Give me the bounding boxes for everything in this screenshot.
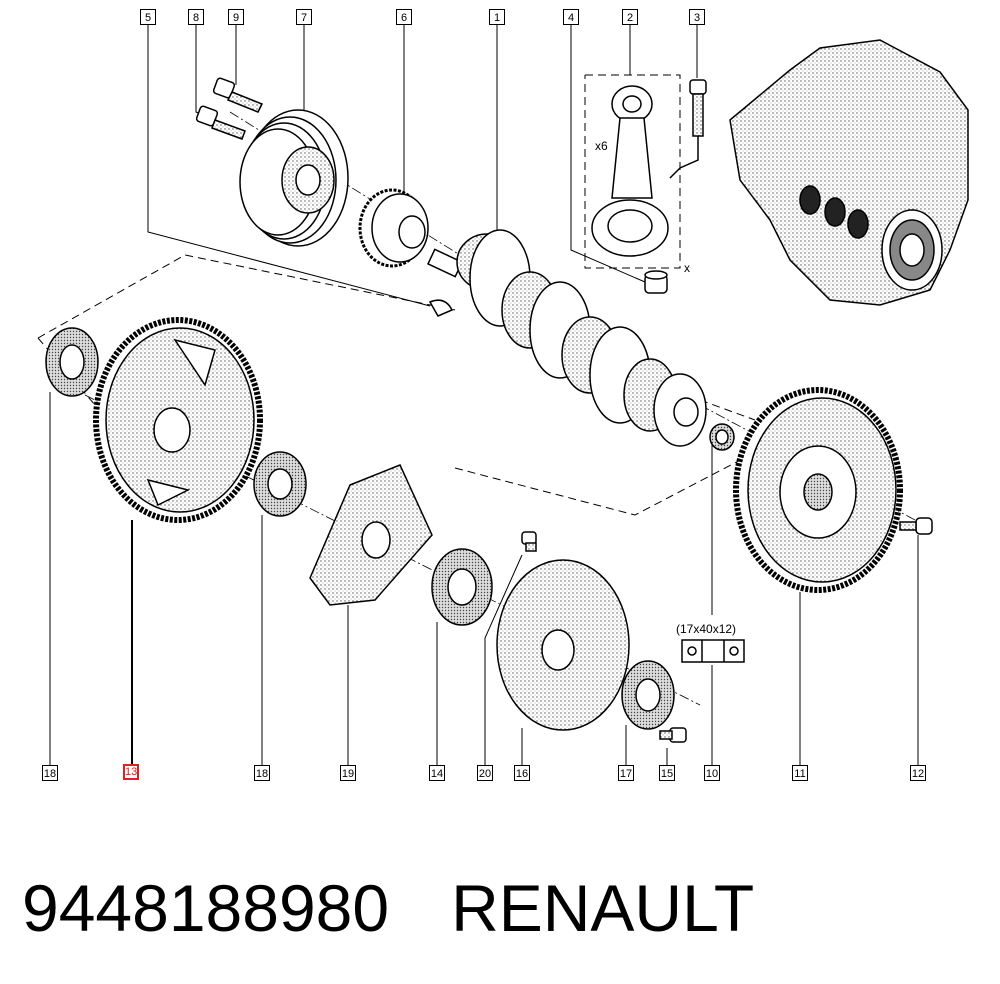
leader-lines (49, 25, 919, 765)
callout-12: 12 (910, 765, 926, 781)
callout-11: 11 (792, 765, 808, 781)
callout-7: 7 (296, 9, 312, 25)
callout-10: 10 (704, 765, 720, 781)
engine-block-picture (729, 39, 969, 306)
callout-16: 16 (514, 765, 530, 781)
exploded-parts-diagram: x6 x (37, 25, 969, 765)
callout-19: 19 (340, 765, 356, 781)
key-5 (428, 299, 454, 317)
connecting-rod-2 (591, 85, 669, 257)
rod-nut-4 (644, 270, 668, 294)
bearing-section-10 (681, 639, 745, 663)
rod-bolt-3 (669, 79, 707, 179)
callout-8: 8 (188, 9, 204, 25)
callout-17: 17 (618, 765, 634, 781)
part-number: 9448188980 (22, 871, 390, 945)
callout-14: 14 (429, 765, 445, 781)
callout-6: 6 (396, 9, 412, 25)
washer-14 (431, 548, 493, 626)
callout-4: 4 (563, 9, 579, 25)
callout-2: 2 (622, 9, 638, 25)
callout-20: 20 (477, 765, 493, 781)
ring-17 (621, 660, 675, 730)
screw-20 (521, 531, 537, 552)
pulley-7 (239, 109, 349, 247)
callout-9: 9 (228, 9, 244, 25)
callout-13-highlighted: 13 (123, 764, 139, 780)
shim-18-left (45, 327, 99, 397)
shim-18-middle (253, 451, 307, 517)
flywheel-11 (733, 387, 903, 593)
callout-1: 1 (489, 9, 505, 25)
bolt-8 (195, 105, 246, 140)
callout-3: 3 (689, 9, 705, 25)
bolt-9 (212, 77, 264, 113)
callout-18-middle: 18 (254, 765, 270, 781)
part-caption: 9448188980 RENAULT (22, 858, 982, 958)
quantity-label: x6 (595, 139, 608, 153)
plate-19 (309, 464, 433, 606)
bearing-10 (709, 423, 735, 451)
bolt-12 (899, 517, 933, 535)
callout-5: 5 (140, 9, 156, 25)
crankshaft-1 (427, 229, 707, 447)
flywheel-13 (93, 317, 263, 523)
callout-18-left: 18 (42, 765, 58, 781)
callout-15: 15 (659, 765, 675, 781)
drive-plate-16 (496, 559, 630, 731)
bolt-15 (659, 727, 687, 743)
x-mark-label: x (684, 261, 690, 275)
brand-name: RENAULT (451, 871, 755, 945)
bearing-dimension-label: (17x40x12) (676, 622, 736, 636)
gear-6 (358, 188, 429, 268)
